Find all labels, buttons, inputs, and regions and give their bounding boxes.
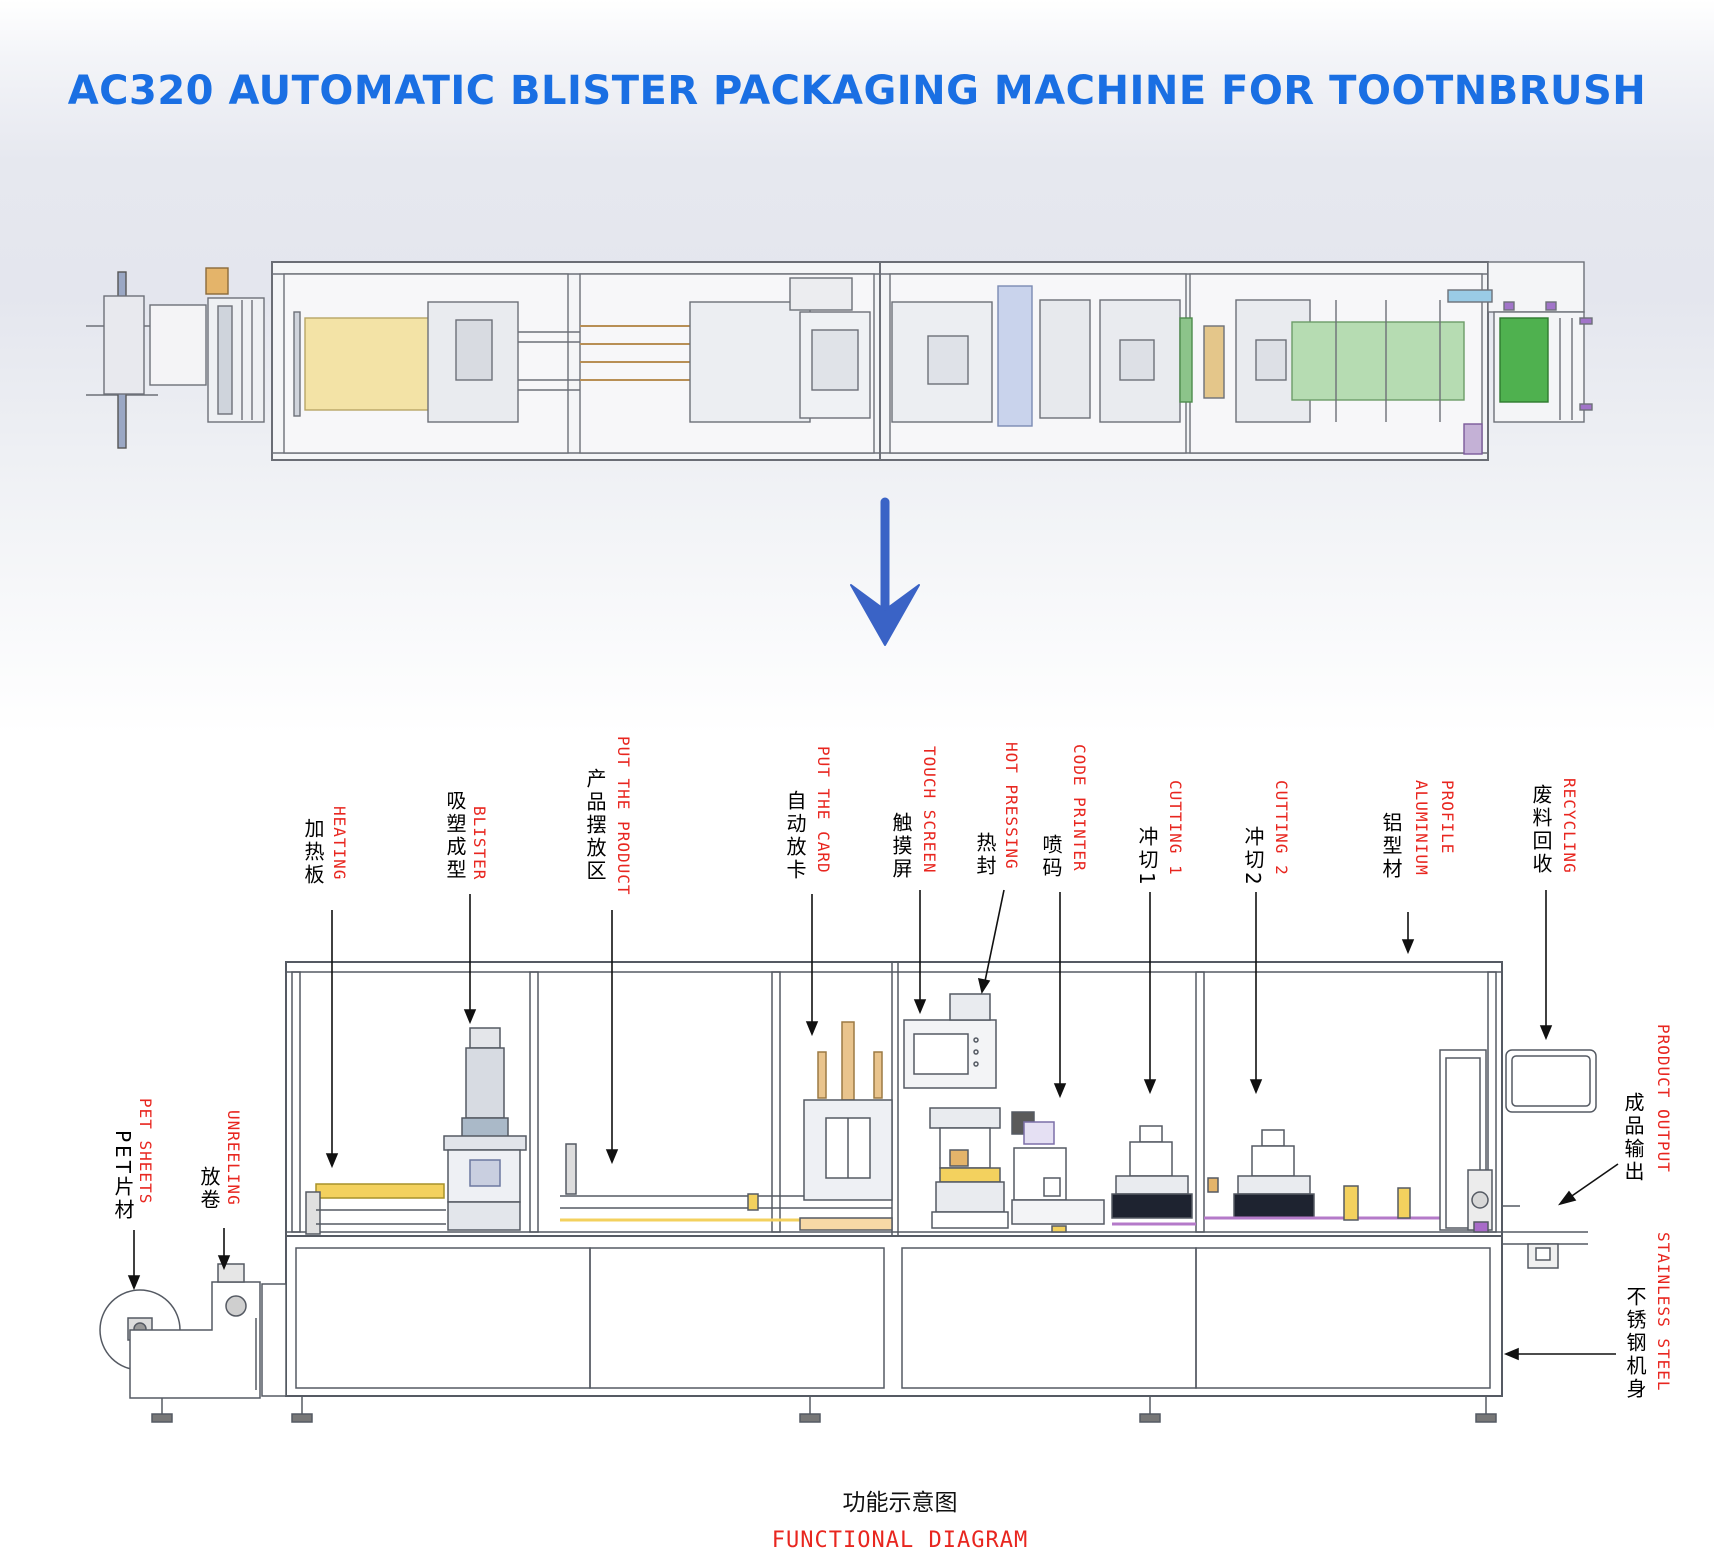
label-blister-en: BLISTER xyxy=(470,806,489,881)
label-product-output-cn: 成品输出 xyxy=(1621,1092,1645,1184)
caption-en: FUNCTIONAL DIAGRAM xyxy=(771,1528,1029,1553)
page-title: AC320 AUTOMATIC BLISTER PACKAGING MACHIN… xyxy=(67,68,1647,114)
label-heating-en: HEATING xyxy=(330,806,349,881)
label-cutting-1-cn: 冲切1 xyxy=(1135,826,1159,888)
label-put-the-card-cn: 自动放卡 xyxy=(783,790,807,882)
label-unreeling-en: UNREELING xyxy=(224,1110,243,1206)
label-hot-pressing-en: HOT PRESSING xyxy=(1002,742,1021,870)
caption-cn: 功能示意图 xyxy=(842,1490,958,1516)
label-put-the-product-cn: 产品摆放区 xyxy=(583,768,607,883)
label-blister-cn: 吸塑成型 xyxy=(443,790,467,882)
label-code-printer-en: CODE PRINTER xyxy=(1070,744,1089,872)
label-put-the-card-en: PUT THE CARD xyxy=(814,746,833,874)
label-stainless-steel-en: STAINLESS STEEL xyxy=(1654,1232,1673,1392)
label-put-the-product-en: PUT THE PRODUCT xyxy=(614,736,633,896)
label-code-printer-cn: 喷码 xyxy=(1039,834,1063,880)
label-stainless-steel-cn: 不锈钢机身 xyxy=(1623,1286,1647,1401)
label-pet-sheets-en: PET SHEETS xyxy=(136,1098,155,1205)
label-cutting-1-en: CUTTING 1 xyxy=(1166,780,1185,876)
label-hot-pressing-cn: 热封 xyxy=(973,832,997,878)
label-cutting-2-en: CUTTING 2 xyxy=(1272,780,1291,876)
label-touch-screen-en: TOUCH SCREEN xyxy=(920,746,939,874)
label-touch-screen-cn: 触摸屏 xyxy=(889,812,913,881)
label-cutting-2-cn: 冲切2 xyxy=(1241,826,1265,888)
label-heating-cn: 加热板 xyxy=(301,818,325,887)
label-profile-cn: 铝型材 xyxy=(1379,812,1403,881)
label-product-output-en: PRODUCT OUTPUT xyxy=(1654,1024,1673,1173)
label-recycling-en: RECYCLING xyxy=(1560,778,1579,874)
label-aluminium-en: ALUMINIUM xyxy=(1412,780,1431,876)
label-pet-sheets-cn: PET片材 xyxy=(111,1130,135,1222)
label-profile-en: PROFILE xyxy=(1438,780,1457,855)
label-recycling-cn: 废料回收 xyxy=(1529,784,1553,876)
label-unreeling-cn: 放卷 xyxy=(197,1166,221,1212)
